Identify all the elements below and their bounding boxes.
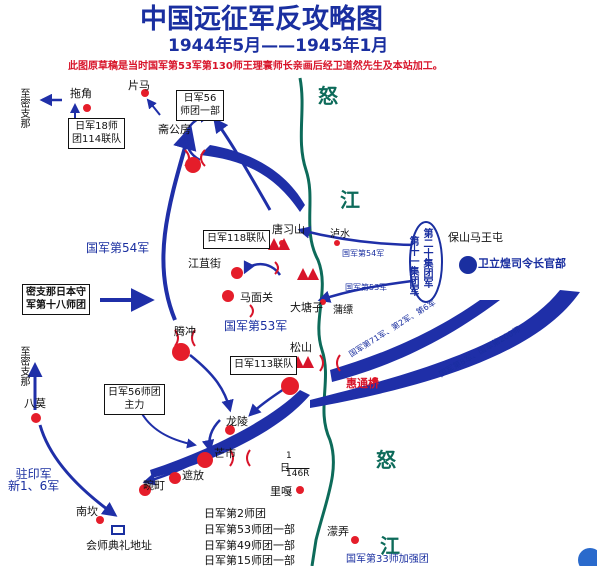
unit-jp-myitkyina: 密支那日本守 军第十八师团	[22, 284, 90, 315]
arrow-big-hq	[330, 300, 500, 382]
label-zhimizhina-left: 至密支那	[18, 346, 29, 386]
towns	[31, 89, 378, 544]
arrow-from-group20	[297, 226, 421, 247]
label-longling: 龙陵	[226, 415, 248, 428]
arrow-bamo-to-nankan	[38, 424, 118, 517]
page-title: 中国远征军反攻略图	[140, 4, 383, 35]
river-label-1: 怒	[318, 84, 338, 108]
subtitle: 此图原草稿是当时国军第53军第130师王理寰师长亲画后经卫道然先生及本站加工。	[68, 61, 443, 72]
label-zhimizhina-top: 至密支那	[18, 88, 29, 128]
label-mangshi: 芒市	[214, 447, 236, 460]
label-army53-small: 国军第53军	[345, 283, 388, 292]
label-zhaigong: 斋公房	[158, 123, 191, 136]
label-jp53: 日军第53师团一部	[204, 523, 295, 536]
label-mamianguan: 马面关	[240, 291, 273, 304]
label-army53: 国军第53军	[224, 319, 288, 333]
label-group11: 第十一集团军	[407, 236, 418, 296]
unit-jp18-114: 日军18师 团114联队	[68, 118, 126, 149]
arrow-big-north	[200, 145, 305, 212]
label-bamo: 八莫	[24, 397, 46, 410]
scale-bot: 146R	[286, 469, 310, 479]
label-tengchong: 腾冲	[174, 325, 196, 338]
label-pupiao: 蒲缥	[333, 305, 353, 316]
scale-mid: 日	[280, 463, 290, 474]
label-baoshan: 保山马王屯	[448, 231, 503, 244]
label-tangxishan: 唐习山	[272, 223, 305, 236]
label-army54-small: 国军第54军	[342, 249, 385, 258]
label-jp49: 日军第49师团一部	[204, 539, 295, 552]
label-tuojiao: 拖角	[70, 87, 92, 100]
unit-jp118: 日军118联队	[203, 230, 271, 249]
label-jp2: 日军第2师团	[204, 507, 266, 520]
label-menglong: 濛弄	[327, 525, 349, 538]
river-label-3: 怒	[376, 448, 396, 472]
label-ligong: 里嘎	[270, 485, 292, 498]
arrow-longling-mangshi	[201, 419, 221, 453]
river-label-2: 江	[340, 188, 360, 212]
label-army54: 国军第54军	[86, 241, 150, 255]
compass-icon	[578, 548, 597, 566]
label-group20: 第二十集团军	[421, 228, 432, 288]
arrow-53-to-datangzi	[317, 278, 421, 303]
nu-river	[298, 77, 335, 566]
arrow-jp56-loop	[139, 409, 197, 449]
unit-jp113: 日军113联队	[230, 356, 298, 375]
arrow-54-to-zhaigong	[213, 117, 272, 211]
date-range: 1944年5月——1945年1月	[168, 36, 389, 56]
arrow-mangshi-wanding	[142, 458, 201, 486]
label-jiangjujie: 江苴街	[188, 257, 221, 270]
label-hq: 卫立煌司令长官部	[478, 257, 566, 270]
label-wanding: 畹町	[143, 479, 165, 492]
label-jp15: 日军第15师团一部	[204, 554, 295, 567]
hq-marker	[459, 256, 477, 274]
unit-jp56-main: 日军56师团 主力	[104, 384, 165, 415]
group-army-oval	[409, 221, 443, 303]
scale-top: 1	[286, 451, 292, 461]
label-huitongqiao: 惠通桥	[346, 377, 379, 390]
arrow-tengchong-longling	[189, 354, 234, 413]
label-ceremony: 会师典礼地址	[86, 539, 152, 552]
label-nankan: 南坎	[76, 505, 98, 518]
ceremony-marker	[111, 525, 125, 535]
arrow-big-sw	[310, 290, 580, 408]
label-zhefang: 遮放	[182, 469, 204, 482]
label-pianma: 片马	[128, 79, 150, 92]
label-songshan: 松山	[290, 341, 312, 354]
arrow-big-bottom	[150, 390, 310, 478]
label-zhuyin: 驻印军 新1、6军	[8, 467, 60, 493]
label-jp33: 国军第33师加强团	[346, 554, 429, 565]
label-datangzi: 大塘子	[290, 301, 323, 314]
label-lushui: 泸水	[330, 229, 350, 240]
unit-jp56-part: 日军56 师团一部	[176, 90, 224, 121]
arrow-tengchong-north	[161, 125, 197, 321]
arrow-to-pianma	[146, 98, 161, 116]
river-label-4: 江	[380, 534, 400, 558]
